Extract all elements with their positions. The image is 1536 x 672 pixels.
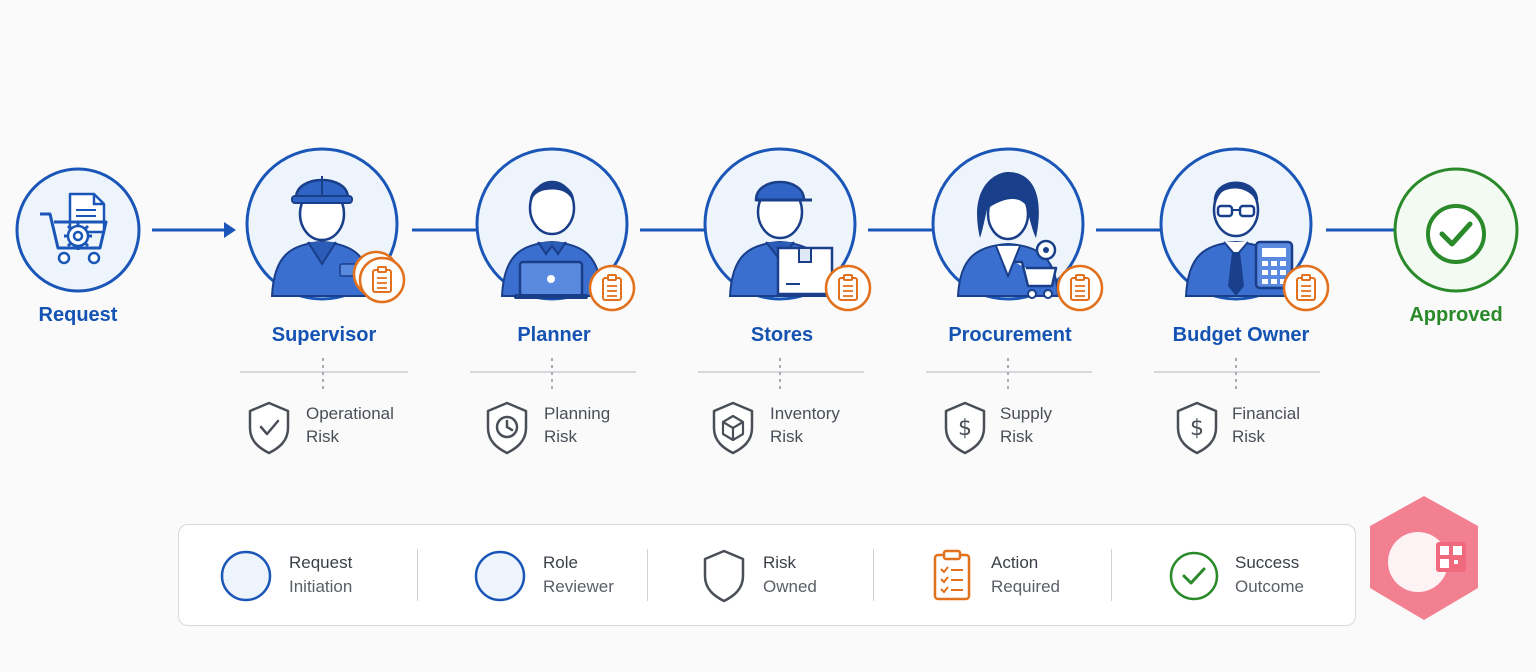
svg-text:$: $ (958, 416, 972, 441)
risk-item-planning: Planning Risk (484, 400, 664, 455)
risk-item-supply: $ Supply Risk (942, 400, 1122, 455)
legend-sublabel: Initiation (289, 577, 353, 596)
approved-node[interactable] (1392, 166, 1520, 294)
risk-item-inventory: Inventory Risk (710, 400, 890, 455)
svg-text:$: $ (1190, 416, 1204, 441)
risk-label-line1: Planning (544, 404, 611, 423)
role-label-budget-owner: Budget Owner (1172, 324, 1310, 346)
risk-label-line2: Risk (1232, 427, 1266, 446)
role-label-planner: Planner (517, 324, 591, 346)
legend-divider (417, 549, 418, 601)
role-label-stores: Stores (750, 324, 814, 346)
legend-item-risk: Risk Owned (701, 547, 871, 603)
dollar-shield-icon: $ (1176, 401, 1218, 455)
legend-label: Action (991, 553, 1039, 572)
risk-label-line2: Risk (770, 427, 804, 446)
legend-box: Request Initiation Role Reviewer Risk Ow… (178, 524, 1356, 626)
man-glasses-calculator-icon (1184, 181, 1294, 297)
role-circle-icon (474, 550, 526, 602)
cart-document-gear-icon (40, 192, 108, 265)
legend-label: Role (543, 553, 578, 572)
role-node-planner[interactable] (474, 146, 644, 316)
check-shield-icon (248, 401, 290, 455)
legend-label: Request (289, 553, 353, 572)
legend-divider (647, 549, 648, 601)
risk-label-line1: Financial (1232, 404, 1301, 423)
risk-item-operational: Operational Risk (246, 400, 426, 455)
legend-label: Success (1235, 553, 1300, 572)
legend-sublabel: Outcome (1235, 577, 1304, 596)
legend-sublabel: Required (991, 577, 1060, 596)
risk-label-line2: Risk (1000, 427, 1034, 446)
role-node-procurement[interactable] (930, 146, 1104, 316)
legend-sublabel: Owned (763, 577, 817, 596)
request-circle-icon (220, 550, 272, 602)
legend-item-success: Success Outcome (1167, 547, 1347, 603)
woman-cart-icon (956, 172, 1060, 299)
legend-divider (1111, 549, 1112, 601)
role-label-procurement: Procurement (948, 324, 1072, 346)
watermark-logo (1362, 492, 1486, 624)
legend-divider (873, 549, 874, 601)
clock-shield-icon (486, 401, 528, 455)
shield-icon (703, 549, 745, 603)
request-label: Request (38, 304, 118, 326)
risk-label-line1: Inventory (770, 404, 840, 423)
legend-item-action: Action Required (931, 547, 1107, 603)
risk-label-line2: Risk (306, 427, 340, 446)
worker-cap-box-icon (728, 180, 834, 297)
risk-label-line2: Risk (544, 427, 578, 446)
legend-sublabel: Reviewer (543, 577, 614, 596)
role-node-budget-owner[interactable] (1158, 146, 1330, 316)
check-circle-icon (1426, 204, 1486, 264)
clipboard-icon (933, 549, 971, 601)
check-circle-icon (1169, 551, 1219, 601)
dollar-shield-icon: $ (944, 401, 986, 455)
risk-item-financial: $ Financial Risk (1174, 400, 1354, 455)
legend-item-request: Request Initiation (219, 547, 409, 603)
approved-label: Approved (1409, 304, 1503, 326)
role-node-supervisor[interactable] (244, 146, 414, 316)
risk-label-line1: Supply (1000, 404, 1052, 423)
legend-item-role: Role Reviewer (473, 547, 643, 603)
request-node[interactable] (14, 166, 142, 294)
box-shield-icon (712, 401, 754, 455)
risk-label-line1: Operational (306, 404, 394, 423)
legend-label: Risk (763, 553, 797, 572)
role-label-supervisor: Supervisor (271, 324, 377, 346)
action-required-badge (352, 250, 406, 304)
role-node-stores[interactable] (702, 146, 872, 316)
